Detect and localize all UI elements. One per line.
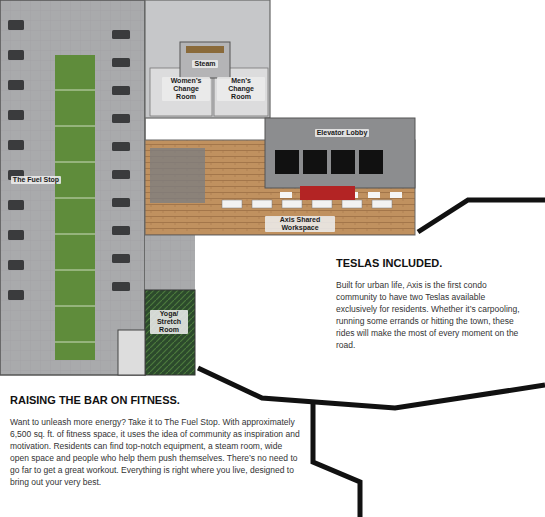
steam-room: Steam — [180, 42, 230, 78]
room-label: The Fuel Stop — [11, 176, 61, 184]
section-body: Want to unleash more energy? Take it to … — [10, 416, 300, 488]
room-label: Yoga/ Stretch Room — [150, 310, 188, 334]
change-room: Women’s Change Room — [150, 68, 212, 116]
turf-strip — [55, 55, 95, 360]
section-body: Built for urban life, Axis is the first … — [336, 279, 528, 351]
section-heading: TESLAS INCLUDED. — [336, 257, 528, 270]
room-label: Men’s Change Room — [217, 77, 265, 101]
elevator-lobby: Elevator Lobby — [265, 118, 415, 152]
yoga-room: Yoga/ Stretch Room — [145, 290, 195, 375]
text-section: TESLAS INCLUDED. Built for urban life, Ax… — [336, 257, 528, 351]
change-room: Men’s Change Room — [214, 68, 268, 116]
elevators — [275, 150, 383, 200]
room-label: Axis Shared Workspace — [265, 216, 335, 232]
text-section: RAISING THE BAR ON FITNESS. Want to unlea… — [10, 394, 300, 488]
room-label: Steam — [192, 60, 217, 68]
gym-area: The Fuel Stop — [0, 0, 145, 375]
section-heading: RAISING THE BAR ON FITNESS. — [10, 394, 300, 407]
room-label: Women’s Change Room — [162, 77, 210, 101]
room-label: Elevator Lobby — [315, 129, 370, 137]
shared-workspace: Axis Shared Workspace — [145, 140, 415, 235]
